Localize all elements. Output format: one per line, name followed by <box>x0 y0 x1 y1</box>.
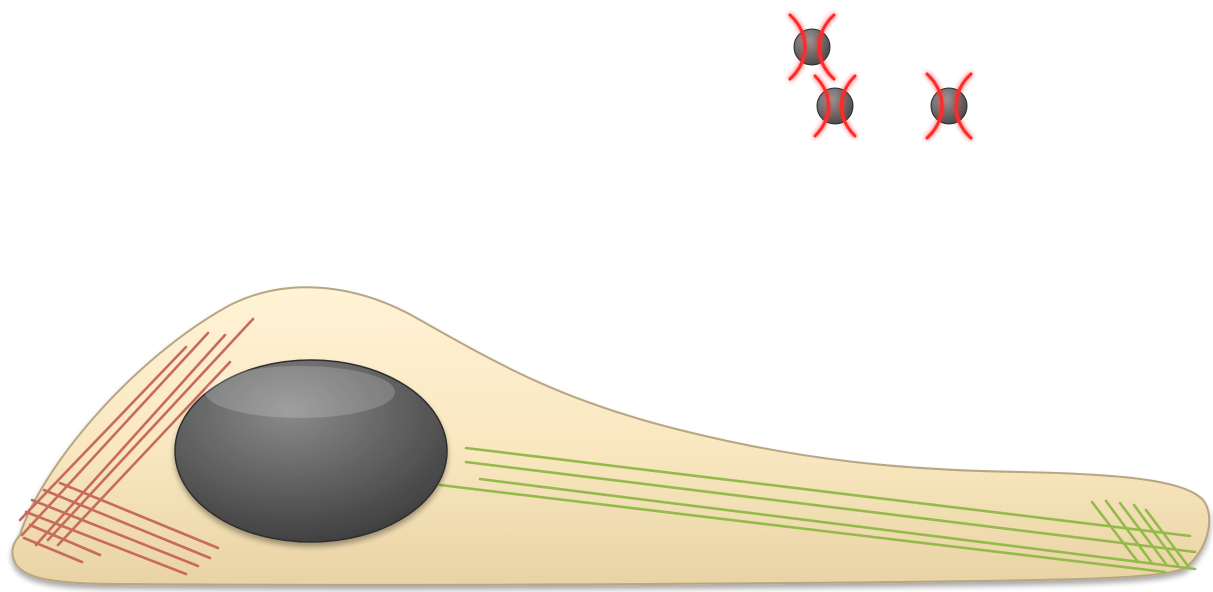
particle <box>927 74 971 138</box>
nucleus-highlight <box>205 366 395 418</box>
marked-particles <box>790 15 971 138</box>
particle <box>790 15 834 79</box>
particle <box>815 76 855 136</box>
